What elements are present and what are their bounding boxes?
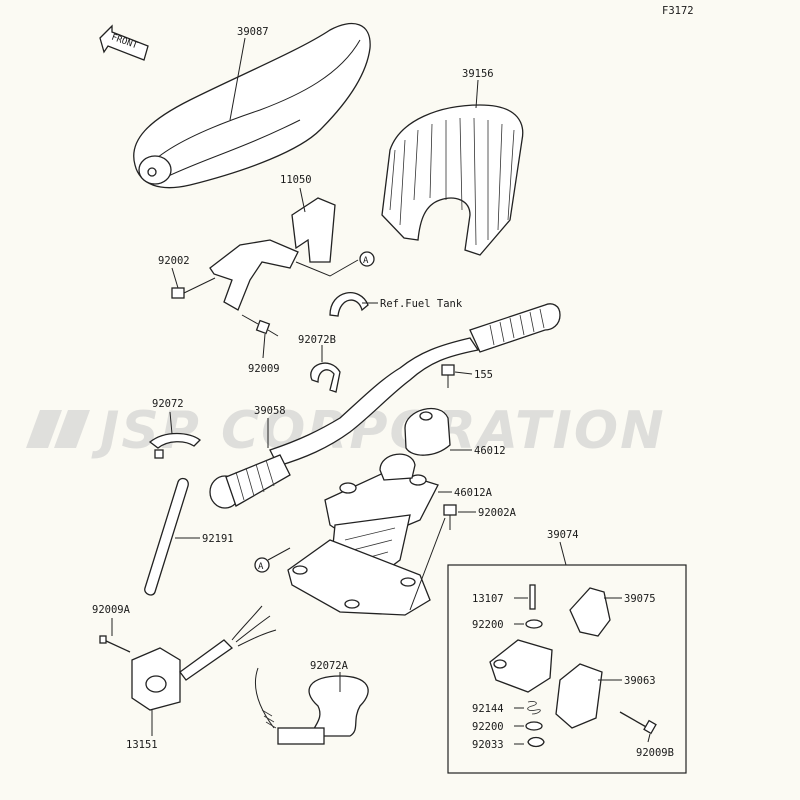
switch-13151 bbox=[131, 605, 277, 736]
label-39058: 39058 bbox=[254, 405, 286, 417]
label-39063: 39063 bbox=[624, 675, 656, 687]
label-92072A: 92072A bbox=[310, 660, 349, 672]
label-92002A: 92002A bbox=[478, 507, 517, 519]
lever-39075 bbox=[569, 587, 611, 637]
label-39087: 39087 bbox=[237, 26, 269, 38]
label-11050: 11050 bbox=[280, 174, 312, 186]
label-92033: 92033 bbox=[472, 739, 504, 751]
spring-92144 bbox=[527, 701, 541, 715]
label-92144: 92144 bbox=[472, 703, 504, 715]
detail-box-39074 bbox=[447, 564, 687, 774]
bolt-92009 bbox=[241, 314, 279, 359]
fuel-tank-hose bbox=[329, 292, 369, 317]
label-92009A: 92009A bbox=[92, 604, 131, 616]
label-13107: 13107 bbox=[472, 593, 504, 605]
clip-92033 bbox=[527, 736, 545, 748]
label-39074: 39074 bbox=[547, 529, 579, 541]
label-46012A: 46012A bbox=[454, 487, 493, 499]
handlebar-39058 bbox=[209, 303, 561, 509]
front-arrow-icon: FRONT bbox=[99, 24, 149, 61]
clamp-92072 bbox=[148, 432, 201, 449]
throttle-block bbox=[489, 639, 553, 693]
label-39075: 39075 bbox=[624, 593, 656, 605]
watermark-text: JSP CORPORATION bbox=[91, 401, 666, 461]
label-39156: 39156 bbox=[462, 68, 494, 80]
callout-a-bottom bbox=[254, 557, 270, 573]
bracket-11050 bbox=[209, 187, 359, 311]
cover-39063 bbox=[555, 663, 603, 729]
steering-column-46012A bbox=[287, 453, 452, 616]
screw-92009B bbox=[619, 711, 657, 743]
callout-a-top bbox=[359, 251, 375, 267]
label-92002: 92002 bbox=[158, 255, 190, 267]
callout-a-bottom-label: A bbox=[258, 562, 264, 572]
label-92200-bottom: 92200 bbox=[472, 721, 504, 733]
tube-92191 bbox=[144, 477, 189, 596]
washer-92200-bottom bbox=[525, 721, 543, 731]
clamp-92072B bbox=[310, 362, 341, 393]
bolt-155 bbox=[441, 364, 473, 388]
pad-39156 bbox=[381, 79, 524, 256]
label-92009B: 92009B bbox=[636, 747, 674, 759]
label-92191: 92191 bbox=[202, 533, 234, 545]
bolt-92009A bbox=[99, 618, 131, 653]
clamp-92072A bbox=[254, 667, 369, 745]
figure-code: F3172 bbox=[662, 5, 694, 17]
label-46012: 46012 bbox=[474, 445, 506, 457]
watermark: JSP CORPORATION bbox=[26, 401, 666, 461]
cover-39087 bbox=[133, 22, 371, 189]
label-92072: 92072 bbox=[152, 398, 184, 410]
bolt-92002 bbox=[171, 267, 216, 299]
label-92009: 92009 bbox=[248, 363, 280, 375]
callout-a-top-label: A bbox=[363, 256, 369, 266]
pin-13107 bbox=[529, 584, 536, 610]
washer-92200-top bbox=[525, 619, 543, 629]
label-92072B: 92072B bbox=[298, 334, 336, 346]
label-13151: 13151 bbox=[126, 739, 158, 751]
ref-fuel-tank-note: Ref.Fuel Tank bbox=[380, 298, 463, 310]
label-155: 155 bbox=[474, 369, 493, 381]
clamp-46012 bbox=[404, 407, 451, 456]
label-92200-top: 92200 bbox=[472, 619, 504, 631]
bolt-92002A bbox=[443, 504, 476, 530]
